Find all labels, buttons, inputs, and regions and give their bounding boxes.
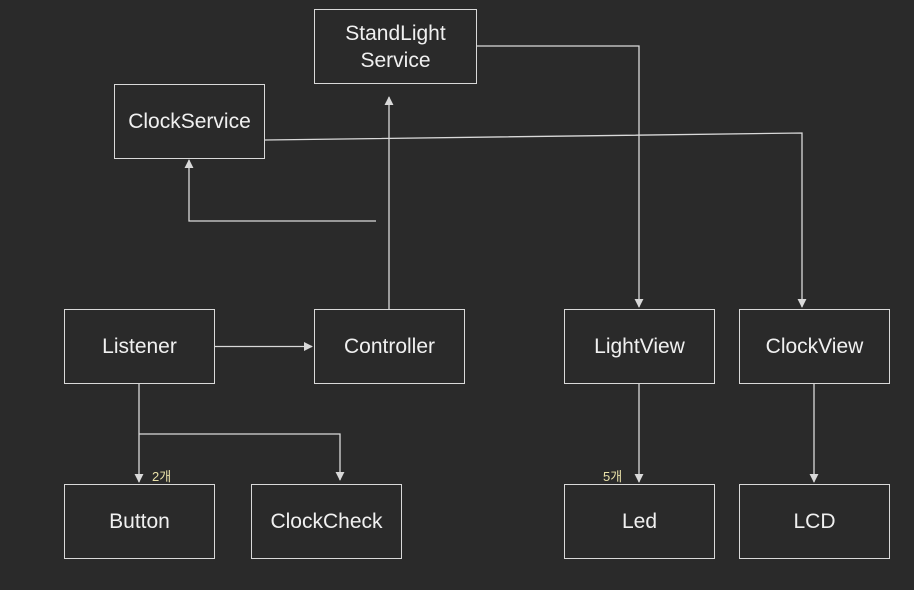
- node-lcd-label: LCD: [793, 510, 836, 533]
- node-button[interactable]: Button: [64, 484, 215, 559]
- node-clock-check[interactable]: ClockCheck: [251, 484, 402, 559]
- edge-label-button-count: 2개: [151, 469, 173, 484]
- edge-label-led-count: 5개: [602, 469, 624, 484]
- node-listener-label: Listener: [102, 335, 177, 358]
- node-standlight-service[interactable]: StandLight Service: [314, 9, 477, 84]
- node-clock-check-label: ClockCheck: [270, 510, 383, 533]
- node-light-view-label: LightView: [594, 335, 685, 358]
- node-clock-view-label: ClockView: [765, 335, 864, 358]
- edge-standlight-to-lightview[interactable]: [477, 45, 644, 308]
- edge-listener-to-clockcheck[interactable]: [139, 433, 345, 481]
- edge-controller-to-clockservice[interactable]: [184, 159, 376, 222]
- node-led-label: Led: [621, 510, 658, 533]
- node-controller-label: Controller: [343, 335, 436, 358]
- node-led[interactable]: Led: [564, 484, 715, 559]
- node-light-view[interactable]: LightView: [564, 309, 715, 384]
- node-standlight-service-label: StandLight Service: [345, 21, 446, 72]
- node-listener[interactable]: Listener: [64, 309, 215, 384]
- edge-clockservice-to-clockview[interactable]: [264, 132, 807, 308]
- node-clock-service[interactable]: ClockService: [114, 84, 265, 159]
- node-lcd[interactable]: LCD: [739, 484, 890, 559]
- node-clock-service-label: ClockService: [128, 110, 251, 133]
- node-button-label: Button: [109, 510, 170, 533]
- node-controller[interactable]: Controller: [314, 309, 465, 384]
- node-clock-view[interactable]: ClockView: [739, 309, 890, 384]
